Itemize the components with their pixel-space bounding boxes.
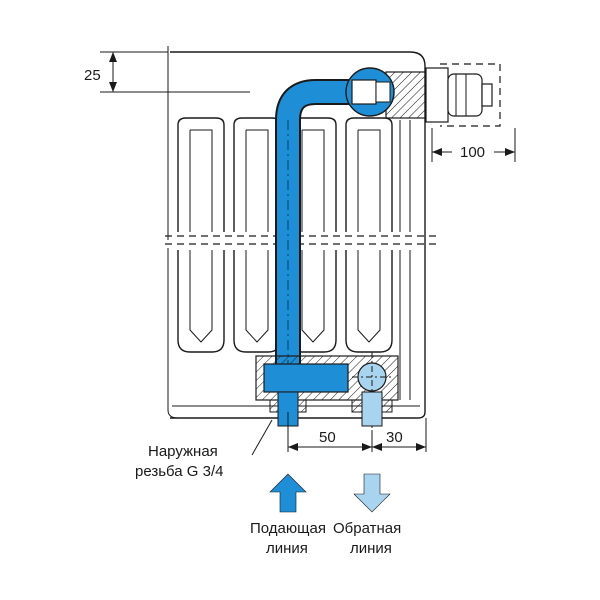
valve-assembly <box>385 63 516 162</box>
return-label-line2: линия <box>350 540 392 557</box>
bottom-connection-block <box>255 352 399 430</box>
dimension-30-label: 30 <box>386 429 403 446</box>
dimension-25-label: 25 <box>84 67 101 84</box>
thread-label-line2: резьба G 3/4 <box>135 463 224 480</box>
thread-label-line1: Наружная <box>148 443 218 460</box>
supply-label-line1: Подающая <box>250 520 326 537</box>
dimension-100-label: 100 <box>460 144 485 161</box>
return-label-line1: Обратная <box>333 520 401 537</box>
supply-arrow <box>269 473 307 513</box>
supply-label-line2: линия <box>266 540 308 557</box>
supply-pipe <box>275 67 395 380</box>
thread-annotation: Наружная резьба G 3/4 <box>135 419 273 480</box>
dimension-top: 25 <box>84 51 250 93</box>
dimension-100: 100 <box>432 142 515 161</box>
break-lines <box>165 235 440 245</box>
dimension-bottom: 50 30 <box>287 412 427 452</box>
dimension-50-label: 50 <box>319 429 336 446</box>
radiator-panels-lower <box>177 250 411 400</box>
return-arrow <box>353 473 391 513</box>
